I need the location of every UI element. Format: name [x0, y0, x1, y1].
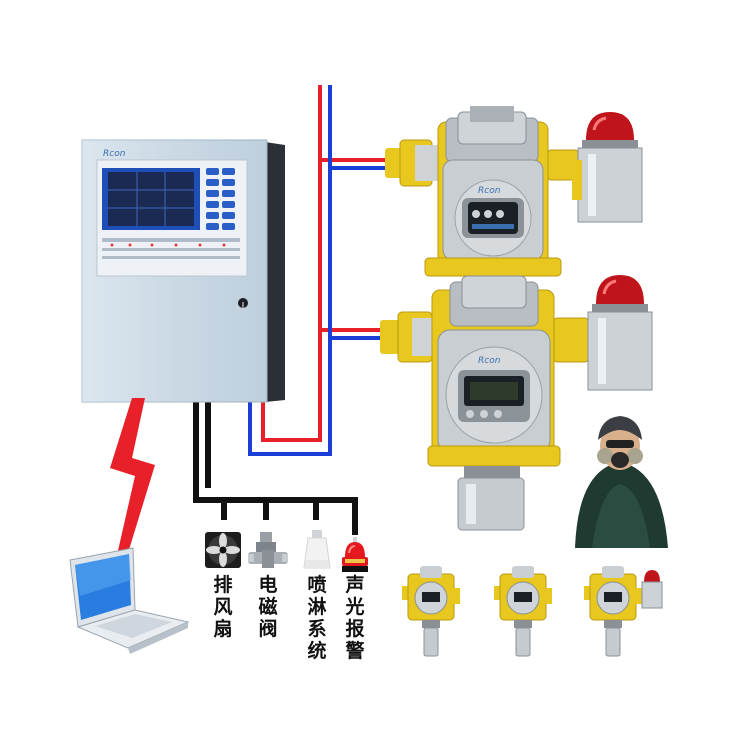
small-gas-detector-2 [494, 566, 552, 657]
blue-wire-2 [248, 168, 332, 456]
small-gas-detector-1 [402, 566, 460, 657]
controller-panel [81, 139, 285, 403]
alarm-label: 声光报警 [345, 574, 365, 662]
gas-detector-bottom [380, 275, 589, 531]
panel-brand: Rcon [103, 149, 126, 159]
gas-detector-top [385, 106, 579, 277]
valve-label: 电磁阀 [258, 574, 278, 640]
detector-top-brand: Rcon [478, 186, 501, 196]
panel-keypad [206, 168, 235, 230]
detector-signal-wires [248, 85, 400, 456]
red-wire-2 [261, 160, 322, 442]
fan-icon [205, 532, 241, 568]
lightning-icon [110, 398, 155, 555]
gas-mask-person [575, 416, 668, 548]
output-cable-tree [193, 400, 358, 535]
alarm-light-icon [342, 537, 368, 572]
detector-bottom-brand: Rcon [478, 356, 501, 366]
valve-icon [248, 532, 288, 568]
small-gas-detector-3 [584, 566, 663, 657]
warning-beacon-top [572, 112, 643, 223]
warning-beacon-bottom [587, 275, 653, 391]
fan-label: 排风扇 [213, 574, 233, 640]
laptop-icon [69, 547, 190, 654]
sprinkler-icon [303, 530, 331, 569]
sprinkler-label: 喷淋系统 [307, 574, 327, 662]
